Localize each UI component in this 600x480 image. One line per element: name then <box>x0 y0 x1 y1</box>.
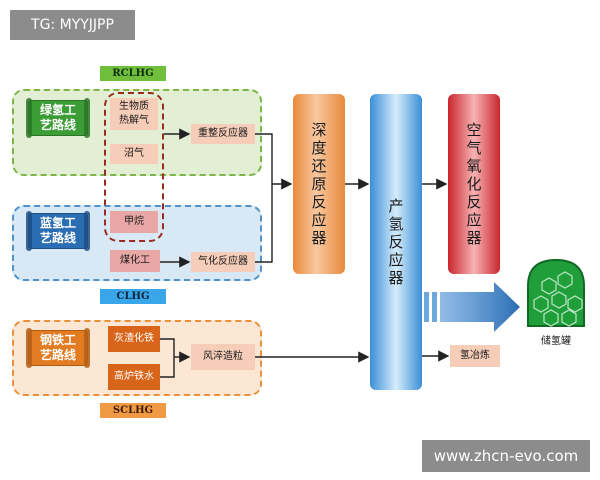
feedstock-group-outline <box>104 92 164 242</box>
blue-hydrogen-route-scroll: 蓝氢工 艺路线 <box>26 211 90 251</box>
node-reforming-reactor: 重整反应器 <box>191 124 255 144</box>
node-slag-to-iron: 灰渣化铁 <box>108 326 160 352</box>
watermark-bottom: www.zhcn-evo.com <box>422 440 590 472</box>
tag-clhg: CLHG <box>100 289 166 304</box>
node-gasification-reactor: 气化反应器 <box>191 252 255 272</box>
air-oxidation-reactor: 空 气 氧 化 反 应 器 <box>448 94 500 274</box>
watermark-top: TG: MYYJJPP <box>10 10 135 40</box>
node-coal-chemical: 煤化工 <box>110 250 160 272</box>
hydrogen-storage-tank-label: 储氢罐 <box>541 335 571 347</box>
deep-reduction-reactor: 深 度 还 原 反 应 器 <box>293 94 345 274</box>
node-air-quench-granulation: 风淬造粒 <box>191 344 255 370</box>
node-blast-furnace-hot-metal: 高炉铁水 <box>108 364 160 390</box>
tag-sclhg: SCLHG <box>100 403 166 418</box>
green-hydrogen-route-scroll: 绿氢工 艺路线 <box>26 98 90 138</box>
node-methane: 甲烷 <box>110 211 158 233</box>
hydrogen-production-reactor: 产 氢 反 应 器 <box>370 94 422 390</box>
node-biomass-pyrolysis-gas: 生物质 热解气 <box>110 98 158 130</box>
steel-route-scroll: 钢铁工 艺路线 <box>26 328 90 368</box>
tag-rclhg: RCLHG <box>100 66 166 81</box>
node-hydrogen-ironmaking: 氢冶炼 <box>450 345 500 367</box>
hydrogen-flow-arrow <box>424 282 520 332</box>
hydrogen-storage-tank-icon <box>522 256 590 330</box>
node-biogas: 沼气 <box>110 144 158 164</box>
